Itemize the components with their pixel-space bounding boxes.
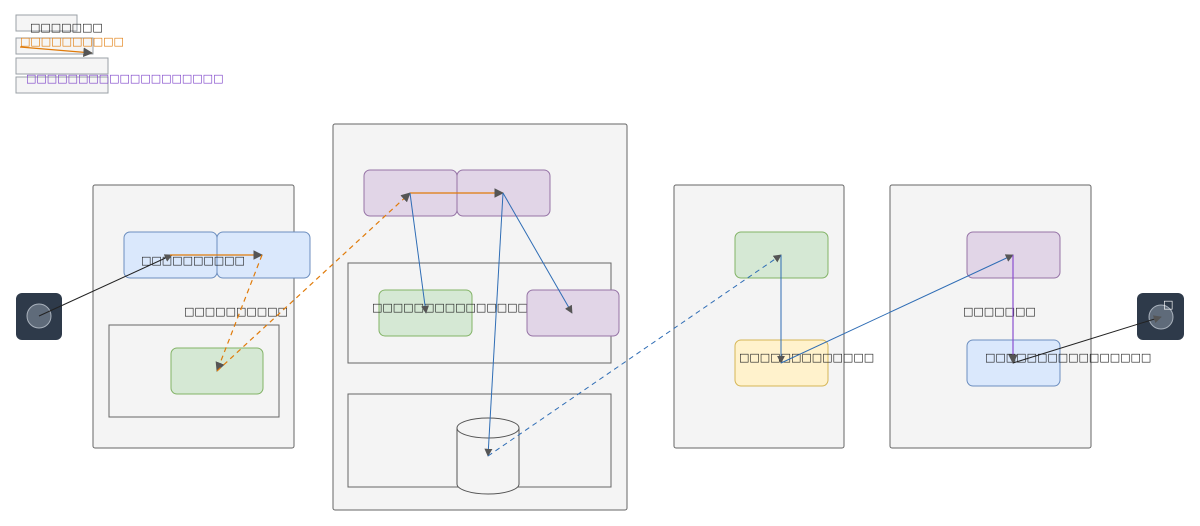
edge-zone1-down xyxy=(215,254,263,372)
legend-item-4-label: □□□□□□□□□□□□□□□□□□□ xyxy=(26,72,223,85)
edges xyxy=(38,188,1162,457)
zone-left-sub-label: □□□□□□□□□□ xyxy=(184,305,288,318)
zone-middle: □□□□□□□□□□□□□□□□ xyxy=(332,123,628,511)
zone-left: □□□□□□□□□□ □□□□□□□□□□ xyxy=(92,184,311,449)
zone-middle-purple-node-c[interactable] xyxy=(526,289,620,337)
zone-right-2-label: □□□□□□□ xyxy=(963,305,1036,318)
zone-left-pair-label: □□□□□□□□□□ xyxy=(141,254,245,267)
edge-zone2-to-green xyxy=(409,192,430,314)
legend-item-4-box xyxy=(15,76,109,94)
legend-item-2-box xyxy=(15,37,94,55)
zone-right-1: □□□□□□□□□□□□□ xyxy=(673,184,874,449)
legend-item-3-box xyxy=(15,57,109,75)
right-actor[interactable]: □ xyxy=(1137,293,1184,340)
right-actor-label: □ xyxy=(1163,298,1173,311)
legend-item-1-label: □□□□□□□ xyxy=(30,21,103,34)
zone-right-2: □□□□□□□ □□□□□□□□□□□□□□□□ xyxy=(889,184,1151,449)
edge-zone4-to-actor xyxy=(1012,315,1162,364)
legend: □□□□□□□ □□□□□□□□□□ □□□□□□□□□□□□□□□□□□□ xyxy=(15,14,223,94)
zone-right-2-blue-label: □□□□□□□□□□□□□□□□ xyxy=(985,351,1151,364)
edge-zone1-to-zone2 xyxy=(216,192,411,372)
legend-item-2-arrow xyxy=(19,46,93,58)
legend-item-1-box xyxy=(15,14,78,32)
legend-item-2-label: □□□□□□□□□□ xyxy=(20,35,124,48)
zone-middle-green-label: □□□□□□□□□□□□□□□□ xyxy=(372,301,538,314)
edge-actor-to-zone1 xyxy=(38,254,173,317)
zone-right-1-box xyxy=(673,184,845,449)
edge-zone3-to-zone4 xyxy=(780,254,1014,364)
database-icon[interactable] xyxy=(456,417,520,495)
zone-right-1-yellow-label: □□□□□□□□□□□□□ xyxy=(739,351,874,364)
edge-zone2-to-purple-c xyxy=(502,192,573,314)
edge-zone2-to-db xyxy=(484,192,504,457)
left-actor[interactable] xyxy=(16,293,62,340)
